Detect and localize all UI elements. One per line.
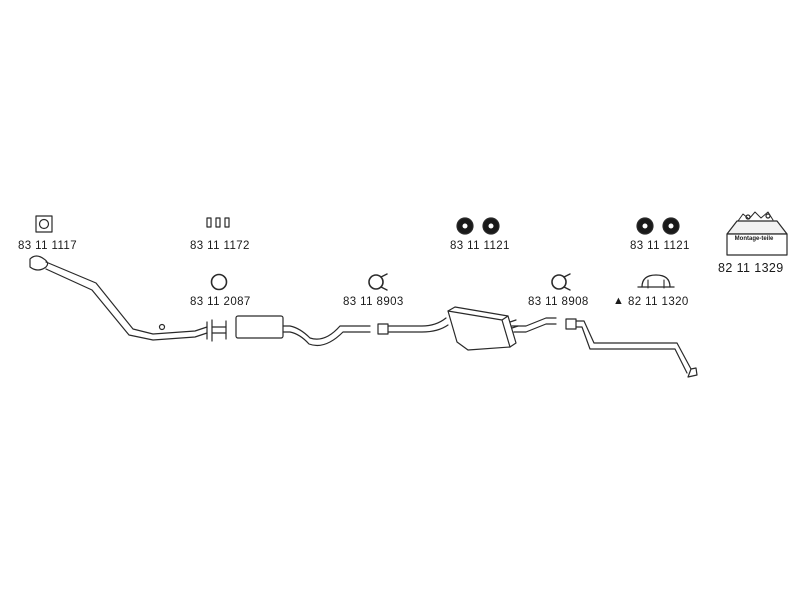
front-silencer: [211, 315, 371, 347]
part-number-pipe-clamp-2: 83 11 8908: [528, 296, 589, 308]
pipe-clamp-icon-2: [551, 273, 571, 291]
tail-pipe: [565, 318, 698, 378]
sealing-ring-icon: [210, 273, 228, 291]
part-number-rubber-hanger-2: 83 11 1121: [630, 240, 690, 252]
rubber-hanger-pair-icon-2: [636, 217, 680, 235]
triangle-marker-icon: ▲: [613, 295, 625, 307]
rubber-hanger-pair-icon: [456, 217, 500, 235]
part-number-mounting-kit: 82 11 1329: [718, 261, 784, 275]
mounting-kit-box-label: Montage-teile: [734, 236, 774, 242]
mounting-kit-box-icon: [726, 211, 788, 256]
part-number-bolt-set: 83 11 1172: [190, 240, 250, 252]
rear-silencer: [377, 306, 557, 351]
part-number-pipe-clamp: 83 11 8903: [343, 296, 404, 308]
part-number-u-bolt-clamp: 82 11 1320: [628, 296, 689, 308]
flange-gasket-icon: [35, 215, 53, 233]
bolt-set-icon: [206, 217, 230, 228]
part-number-flange-gasket: 83 11 1117: [18, 240, 77, 252]
front-pipe: [29, 255, 213, 342]
u-bolt-clamp-icon: [637, 274, 675, 289]
part-number-rubber-hanger: 83 11 1121: [450, 240, 510, 252]
part-number-sealing-ring: 83 11 2087: [190, 296, 251, 308]
pipe-clamp-icon: [368, 273, 388, 291]
